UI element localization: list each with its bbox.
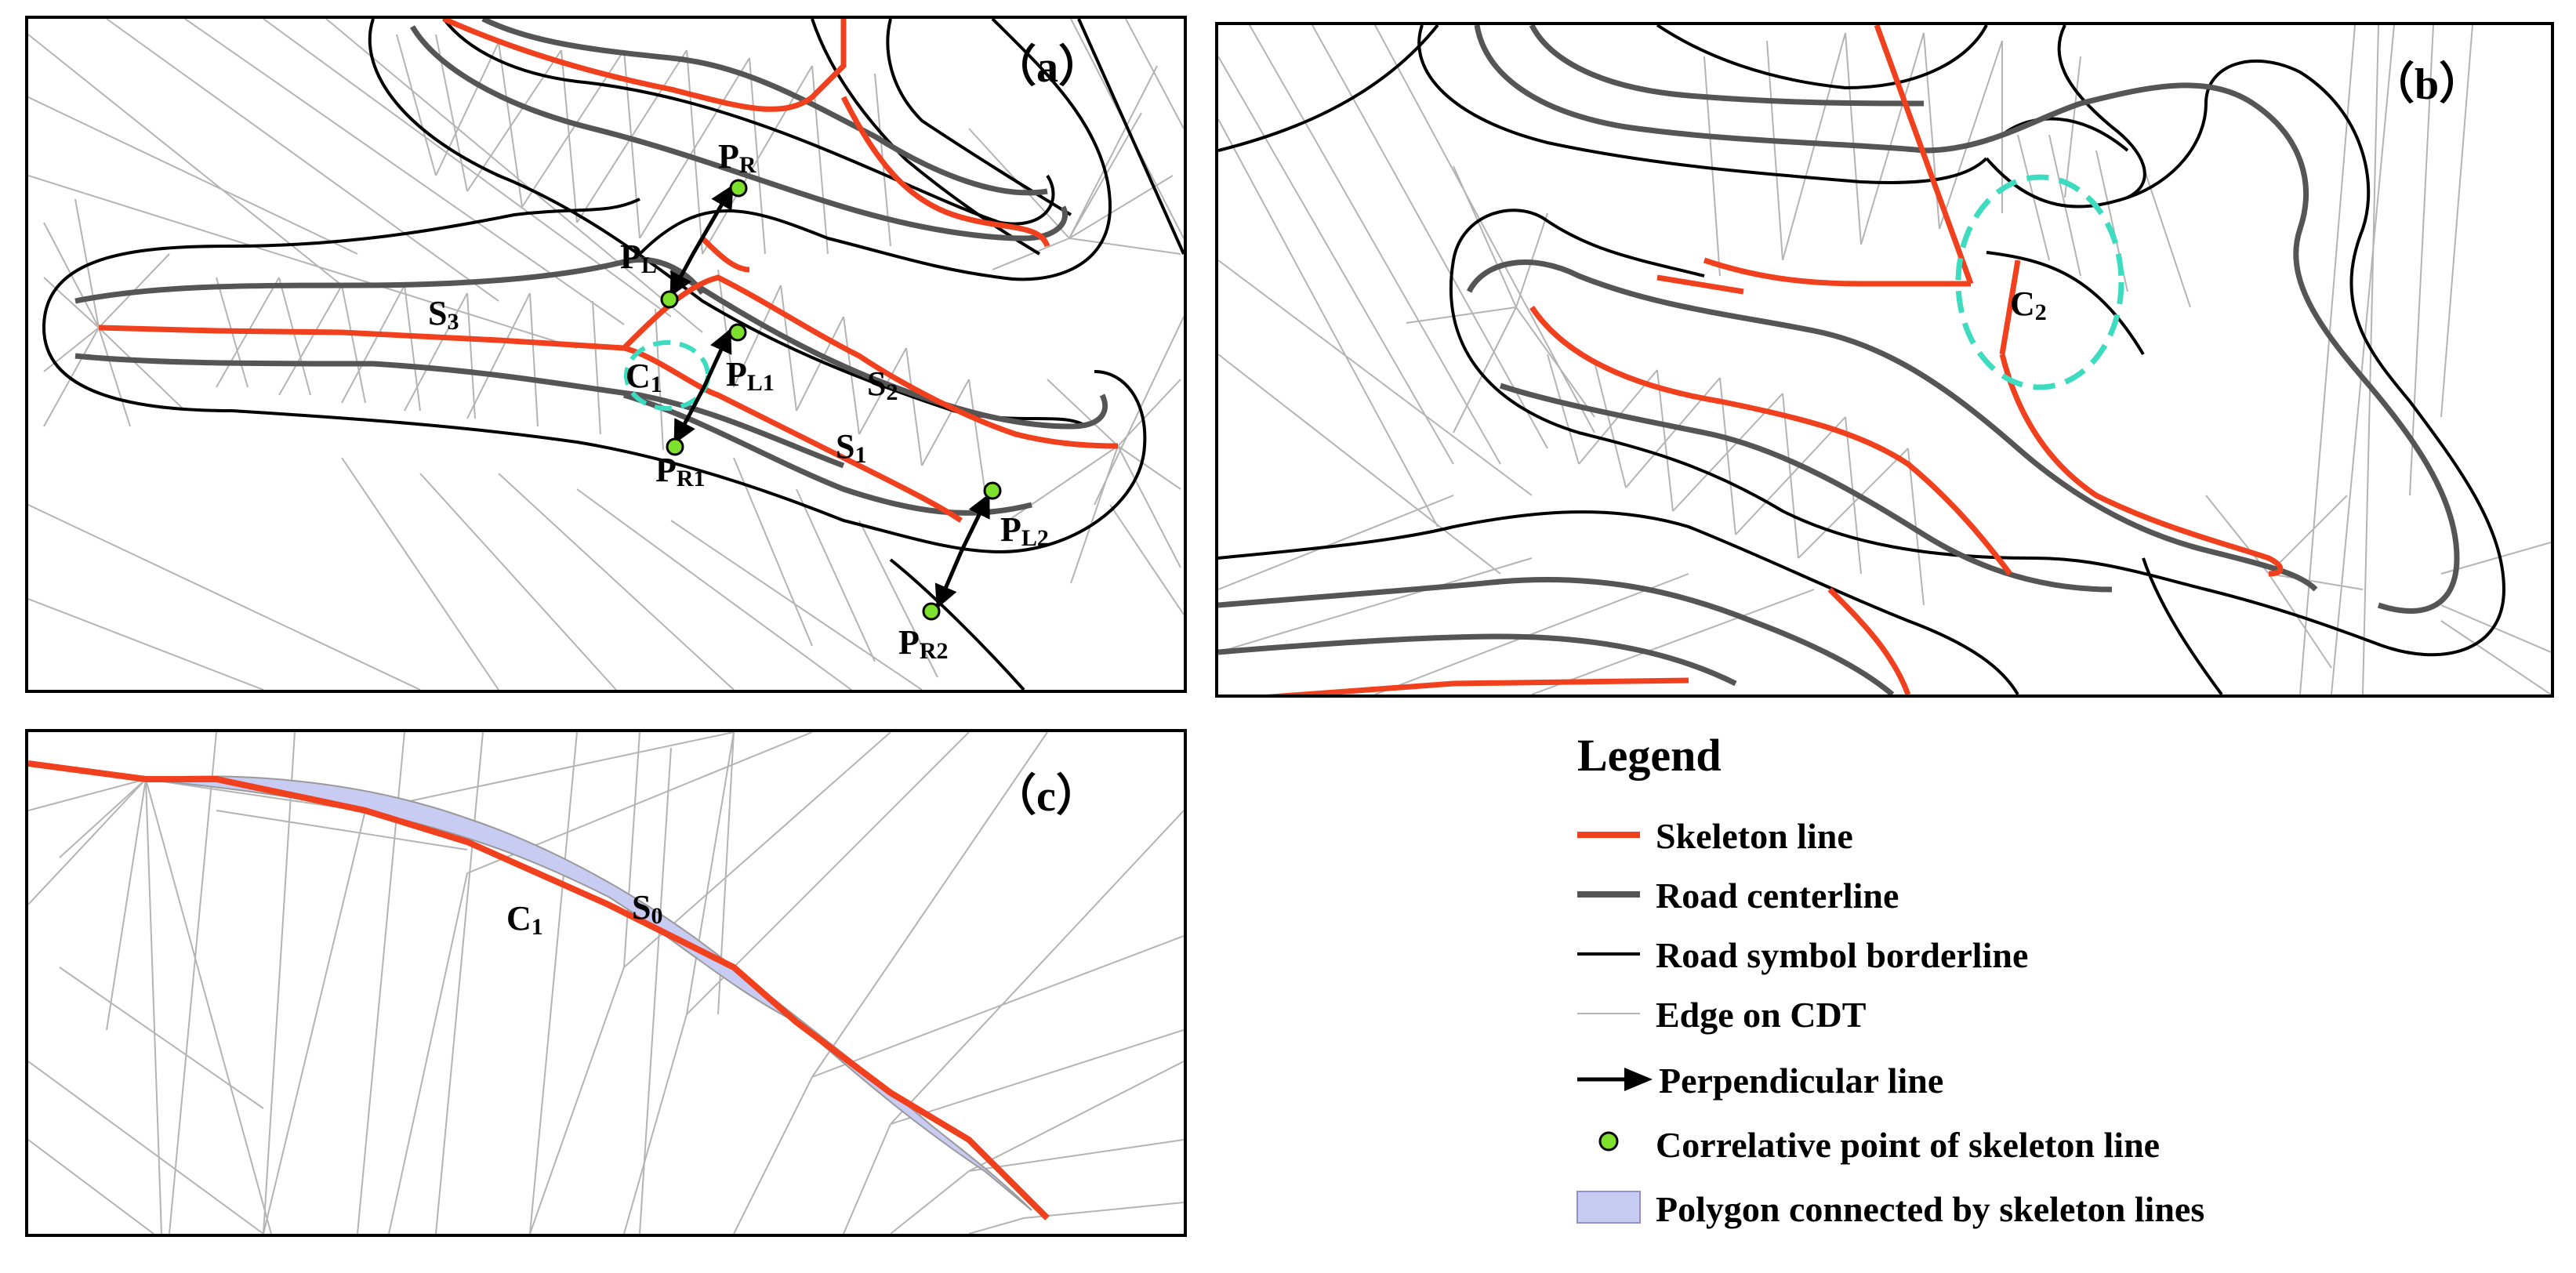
label-s1: S1 xyxy=(836,427,866,468)
skeleton-line-s0 xyxy=(28,760,1050,1220)
road-borderlines xyxy=(1218,25,2506,695)
correlative-point-icon xyxy=(1598,1131,1619,1152)
skeleton-lines xyxy=(1266,25,2284,695)
legend-label: Polygon connected by skeleton lines xyxy=(1656,1189,2205,1229)
cdt-edge-swatch xyxy=(1577,1013,1640,1014)
legend-item-polygon: Polygon connected by skeleton lines xyxy=(1568,1181,2540,1235)
label-pl2: PL2 xyxy=(1000,510,1049,551)
skeleton-line-swatch xyxy=(1577,832,1640,838)
label-pl1: PL1 xyxy=(726,355,775,396)
legend-item-road-borderline: Road symbol borderline xyxy=(1568,927,2540,981)
legend: Legend Skeleton line Road centerline Roa… xyxy=(1568,729,2540,1262)
panel-c-figure: （c） C1 S0 xyxy=(28,732,1184,1234)
perpendicular-arrow-icon xyxy=(1577,1068,1653,1091)
point-pl xyxy=(660,290,679,309)
point-pr2 xyxy=(922,602,941,621)
panel-a-label: （a） xyxy=(992,42,1102,92)
polygon-swatch xyxy=(1576,1191,1641,1224)
perpendicular-arrows xyxy=(669,184,991,609)
skeleton-polygon xyxy=(145,775,1032,1211)
legend-label: Skeleton line xyxy=(1656,816,1853,856)
panel-c-label: （c） xyxy=(992,771,1100,821)
panel-b-figure: （b） C2 xyxy=(1218,25,2551,695)
label-c2: C2 xyxy=(2010,285,2047,325)
label-pr1: PR1 xyxy=(655,451,706,491)
label-pr2: PR2 xyxy=(898,623,949,664)
legend-item-skeleton-line: Skeleton line xyxy=(1568,807,2540,862)
panel-a: （a） PR PL PL1 PR1 PL2 PR2 S1 S2 S3 C1 xyxy=(25,16,1187,693)
legend-label: Road centerline xyxy=(1656,876,1899,916)
correlative-points xyxy=(660,179,1002,621)
legend-title: Legend xyxy=(1577,730,1722,781)
road-borderline-swatch xyxy=(1577,952,1640,956)
legend-item-road-centerline: Road centerline xyxy=(1568,867,2540,922)
legend-item-correlative-point: Correlative point of skeleton line xyxy=(1568,1116,2540,1171)
label-s0: S0 xyxy=(632,888,662,929)
label-pl: PL xyxy=(620,238,657,278)
road-centerlines xyxy=(1218,25,2460,695)
cdt-edges xyxy=(28,732,1184,1234)
point-pl1 xyxy=(728,323,747,342)
legend-label: Edge on CDT xyxy=(1656,995,1867,1035)
point-pl2 xyxy=(983,481,1002,500)
point-pr1 xyxy=(666,437,684,456)
road-centerline-swatch xyxy=(1577,891,1640,898)
legend-item-cdt-edge: Edge on CDT xyxy=(1568,986,2540,1041)
road-centerlines xyxy=(74,19,1108,516)
label-s3: S3 xyxy=(428,294,459,335)
legend-label: Correlative point of skeleton line xyxy=(1656,1125,2161,1165)
panel-a-figure: （a） PR PL PL1 PR1 PL2 PR2 S1 S2 S3 C1 xyxy=(28,19,1184,690)
c2-highlight-ellipse xyxy=(1955,174,2124,390)
label-s2: S2 xyxy=(867,364,898,405)
label-pr: PR xyxy=(718,137,756,178)
panel-c: （c） C1 S0 xyxy=(25,729,1187,1237)
panel-b: （b） C2 xyxy=(1215,22,2554,698)
point-pr xyxy=(729,179,748,198)
legend-label: Road symbol borderline xyxy=(1656,935,2029,975)
label-c1: C1 xyxy=(506,899,543,940)
cdt-edges xyxy=(28,19,1184,690)
legend-label: Perpendicular line xyxy=(1659,1061,1944,1101)
label-c1: C1 xyxy=(626,357,662,397)
skeleton-lines xyxy=(98,19,1119,523)
road-borderlines xyxy=(42,19,1184,690)
legend-item-perpendicular-line: Perpendicular line xyxy=(1568,1052,2540,1107)
panel-b-label: （b） xyxy=(2371,60,2483,109)
